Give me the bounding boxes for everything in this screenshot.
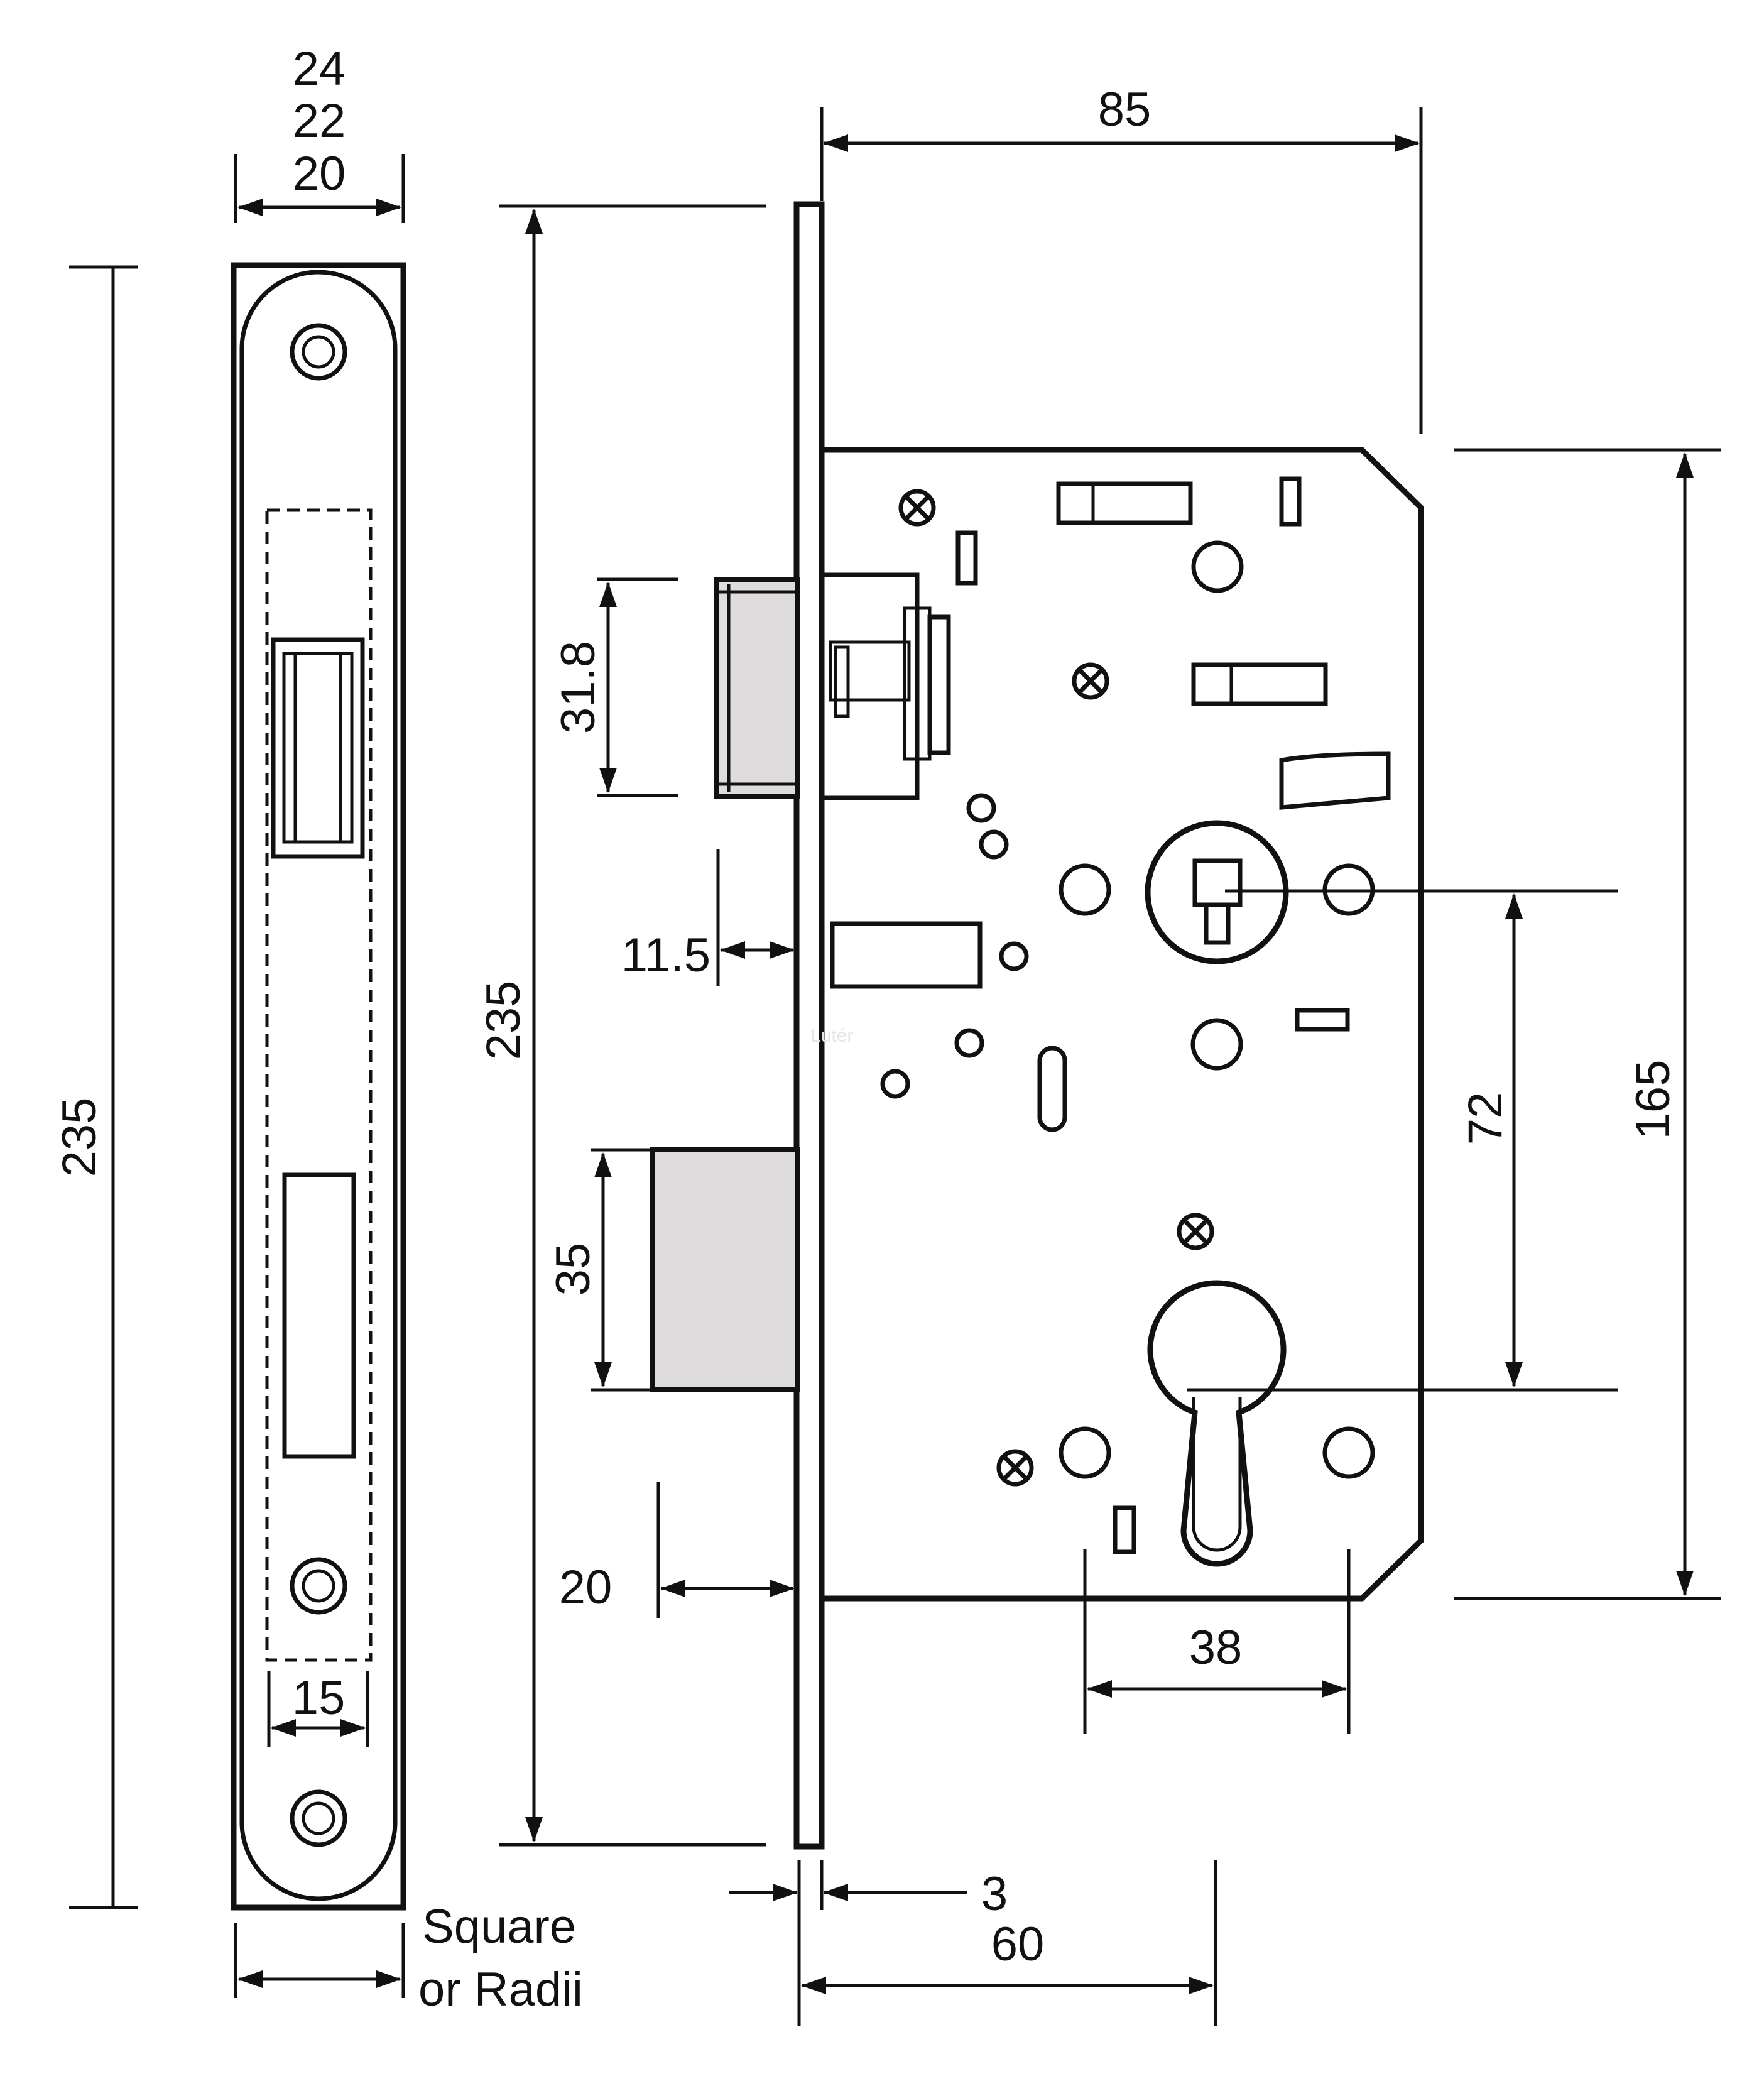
faceplate-end-note-radii: or Radii xyxy=(418,1963,583,2016)
faceplate-thickness-label: 3 xyxy=(981,1867,1008,1921)
case-screw-bottom xyxy=(996,1449,1034,1487)
case-slots xyxy=(956,476,1391,1554)
deadbolt-opening xyxy=(282,1172,356,1459)
cylinder-hole xyxy=(1147,1280,1287,1567)
case-screw-top xyxy=(898,489,936,527)
latch-height-label: 31.8 xyxy=(552,641,605,734)
faceplate-width-label-24: 24 xyxy=(293,42,346,96)
lock-body-view: Lutér 85 235 31.8 11.5 35 20 xyxy=(477,83,1721,2026)
faceplate-radius-outline xyxy=(239,270,398,1901)
faceplate-view: 24 22 20 235 15 Square or Radii xyxy=(53,42,583,2016)
faceplate-screw-hole-middle xyxy=(290,1557,347,1615)
faceplate-height-label: 235 xyxy=(53,1098,106,1177)
cylinder-profile xyxy=(1192,1397,1242,1552)
faceplate-width-label-22: 22 xyxy=(293,94,346,148)
faceplate-end-note-square: Square xyxy=(422,1900,576,1953)
watermark: Lutér xyxy=(810,1025,853,1046)
latch-opening xyxy=(271,637,365,859)
screw-spacing-label: 38 xyxy=(1189,1621,1243,1674)
case-depth-label: 85 xyxy=(1098,83,1152,136)
deadbolt-height-label: 35 xyxy=(547,1243,600,1296)
deadbolt-throw-label: 20 xyxy=(559,1561,612,1614)
faceplate-screw-hole-top xyxy=(290,323,347,381)
lock-case xyxy=(822,447,1424,1602)
case-screw-upper-middle xyxy=(1072,662,1109,700)
backset-label: 60 xyxy=(991,1918,1045,1971)
case-screw-lower-middle xyxy=(1177,1213,1214,1250)
faceplate-screw-hole-bottom xyxy=(290,1789,347,1847)
case-hidden-outline xyxy=(265,508,373,1662)
faceplate-outline xyxy=(231,262,406,1911)
latch-bolt xyxy=(714,572,951,800)
case-holes xyxy=(880,540,1375,1479)
faceplate-width-label-20: 20 xyxy=(293,147,346,200)
latch-gap-label: 11.5 xyxy=(621,929,710,982)
handle-to-cylinder-label: 72 xyxy=(1459,1092,1512,1145)
overall-height-label: 235 xyxy=(477,981,530,1061)
case-height-label: 165 xyxy=(1626,1060,1680,1140)
auxiliary-latch xyxy=(830,921,983,989)
deadbolt xyxy=(650,1147,800,1392)
slot-width-label: 15 xyxy=(292,1671,346,1725)
front-plate xyxy=(793,201,825,1850)
